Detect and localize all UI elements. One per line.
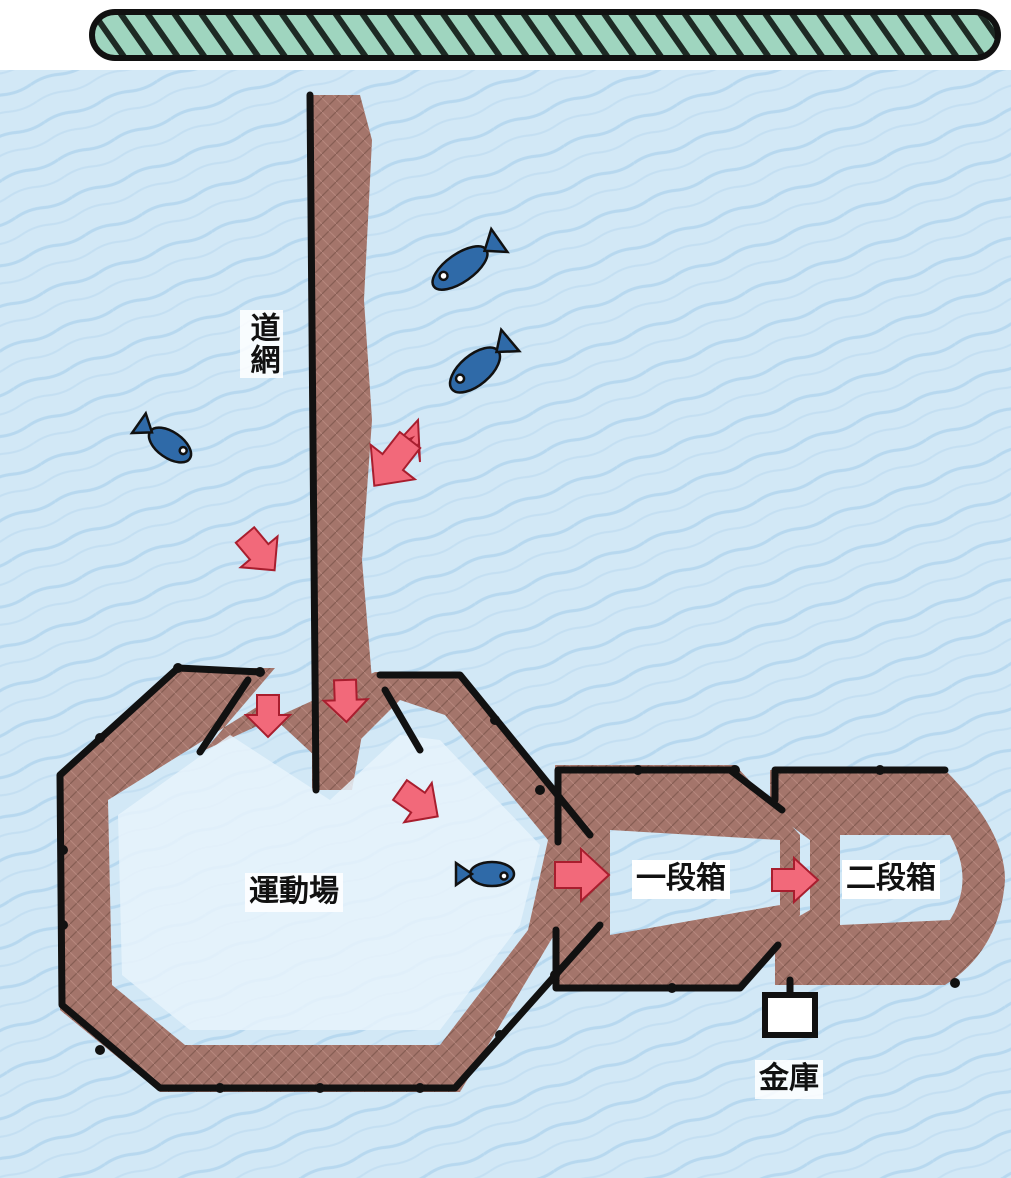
net-floats: [58, 663, 960, 1093]
second-box-label: 二段箱: [842, 860, 940, 899]
fish-icon: [454, 860, 516, 888]
safe-label: 金庫: [755, 1060, 823, 1099]
float-rope-icon: [89, 9, 1001, 61]
flow-arrow-icon: [243, 694, 293, 739]
flow-arrow-icon: [554, 846, 611, 904]
safe-box: [762, 992, 818, 1038]
fish-group: [129, 226, 522, 888]
guide-net-mesh: [312, 95, 372, 790]
first-box-label: 一段箱: [632, 860, 730, 899]
second-box-mesh: [770, 770, 1005, 985]
flow-arrow-icon: [369, 430, 422, 487]
fish-icon: [431, 226, 510, 291]
flow-arrow-icon: [234, 525, 279, 572]
flow-arrow-icon: [321, 678, 371, 724]
flow-arrow-icon: [391, 778, 439, 824]
flow-arrows: [234, 417, 820, 905]
fish-icon: [448, 326, 522, 394]
net-outline: [56, 91, 949, 1092]
flow-arrow-icon: [771, 855, 820, 905]
first-box-mesh: [555, 765, 800, 990]
guide-net-label: 道網: [240, 310, 283, 378]
playground-label: 運動場: [245, 873, 343, 912]
fish-icon: [129, 410, 193, 464]
